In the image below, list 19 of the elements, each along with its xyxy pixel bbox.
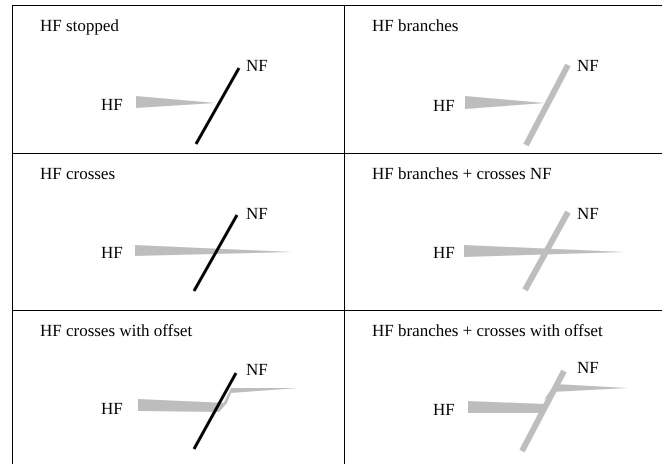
fracture-label: NF	[577, 358, 599, 378]
fracture-label: HF	[101, 95, 123, 115]
panel-title: HF branches + crosses with offset	[372, 321, 603, 341]
fracture-label: HF	[101, 399, 123, 419]
fracture-label: NF	[246, 204, 268, 224]
panel-title: HF crosses with offset	[40, 321, 192, 341]
fracture-label: HF	[101, 243, 123, 263]
fracture-label: NF	[246, 360, 268, 380]
fracture-label: NF	[577, 56, 599, 76]
fracture-label: HF	[433, 96, 455, 116]
panel	[12, 5, 345, 154]
fracture-label: NF	[577, 204, 599, 224]
panel-title: HF crosses	[40, 164, 116, 184]
fracture-label: HF	[433, 400, 455, 420]
fracture-label: HF	[433, 243, 455, 263]
fracture-label: NF	[246, 56, 268, 76]
panel-title: HF stopped	[40, 16, 119, 36]
panel-title: HF branches + crosses NF	[372, 164, 552, 184]
panel-title: HF branches	[372, 16, 458, 36]
